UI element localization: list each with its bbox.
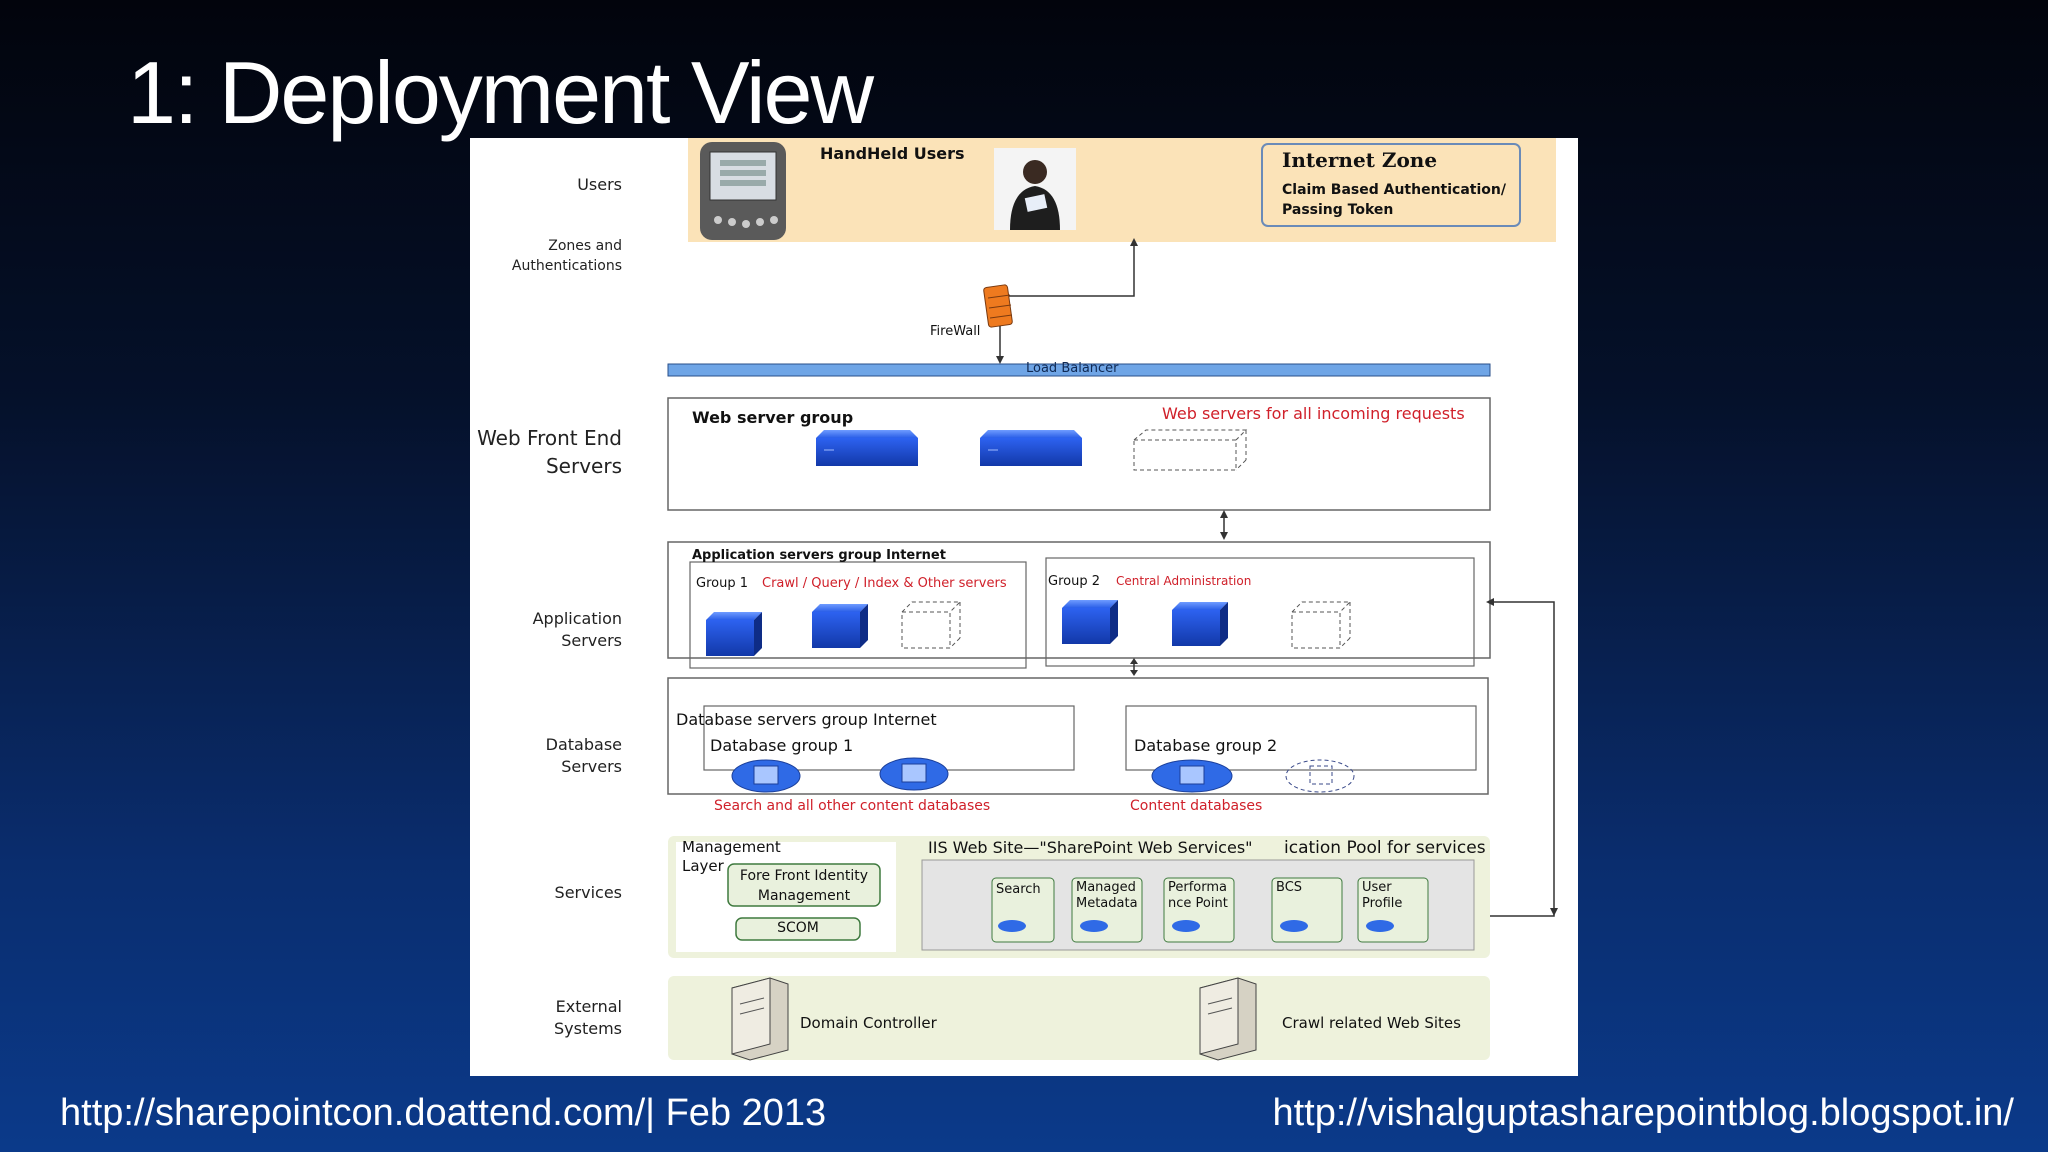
internet-zone-desc: Claim Based Authentication/ Passing Toke… [1282, 182, 1506, 218]
app-group2-box [1045, 557, 1475, 667]
load-balancer-bar [667, 363, 1491, 377]
db-group1-note: Search and all other content databases [714, 798, 991, 814]
internet-zone-box [1261, 143, 1521, 227]
firewall-icon [983, 284, 1013, 328]
db-group2-note: Content databases [1130, 798, 1263, 814]
app-group1-note: Crawl / Query / Index & Other servers [762, 576, 1007, 591]
external-band [668, 976, 1490, 1060]
handheld-users-label: HandHeld Users [820, 144, 965, 163]
app-server-2-icon [812, 604, 868, 648]
domain-controller-icon [731, 977, 789, 1061]
crawl-web-sites-icon [1199, 977, 1257, 1061]
web-server-2-icon [980, 430, 1082, 466]
db-4-icon [1285, 759, 1355, 793]
app-group-title: Application servers group Internet [692, 548, 946, 563]
service-search-label: Search [996, 882, 1041, 897]
db-1-icon [731, 759, 801, 793]
footer-left-url[interactable]: http://sharepointcon.doattend.com/| Feb … [60, 1092, 827, 1134]
footer-right-url[interactable]: http://vishalguptasharepointblog.blogspo… [1272, 1092, 2014, 1134]
crawl-web-sites-label: Crawl related Web Sites [1282, 1014, 1461, 1032]
db-2-icon [879, 757, 949, 791]
services-loop-connector [1476, 601, 1555, 917]
scom-label: SCOM [777, 920, 819, 936]
app-pool-label: ication Pool for services [1284, 838, 1486, 858]
domain-controller-label: Domain Controller [800, 1014, 937, 1032]
internet-zone-title: Internet Zone [1282, 148, 1438, 172]
web-group-note: Web servers for all incoming requests [1162, 404, 1465, 423]
web-server-3-icon [1133, 429, 1248, 471]
zone-connector [1000, 242, 1135, 297]
db-group2-box [1125, 705, 1477, 771]
row-label-services: Services [554, 883, 622, 902]
app-group1-name: Group 1 [696, 576, 748, 591]
service-tiles [991, 877, 1429, 943]
web-server-1-icon [816, 430, 918, 466]
db-servers-group-box [667, 677, 1489, 795]
db-3-icon [1151, 759, 1233, 793]
scom-box [735, 917, 861, 941]
row-label-database: Database Servers [545, 735, 622, 776]
deployment-diagram: Users Zones and Authentications Web Fron… [470, 138, 1578, 1076]
row-label-zones: Zones and Authentications [511, 238, 622, 274]
service-bcs-label: BCS [1276, 880, 1303, 895]
db-group2-label: Database group 2 [1134, 736, 1278, 755]
row-label-external: External Systems [554, 997, 622, 1038]
handheld-device-icon [700, 142, 786, 240]
row-label-users: Users [577, 175, 622, 194]
app-server-6-icon [1291, 601, 1352, 649]
fim-label: Fore Front Identity Management [739, 868, 869, 904]
service-user-profile-label: User Profile [1362, 880, 1403, 911]
db-group-title: Database servers group Internet [676, 710, 937, 729]
diagram-graphics [667, 138, 1558, 1061]
service-managed-metadata-label: Managed Metadata [1076, 880, 1138, 911]
app-server-4-icon [1062, 600, 1118, 644]
service-performance-point-label: Performa nce Point [1168, 880, 1228, 911]
firewall-label: FireWall [930, 324, 981, 339]
slide-title: 1: Deployment View [127, 43, 874, 142]
management-layer-label: Management Layer [682, 838, 781, 875]
app-group2-note: Central Administration [1116, 574, 1252, 588]
iis-site-label: IIS Web Site—"SharePoint Web Services" [928, 838, 1253, 857]
load-balancer-label: Load Balancer [1026, 361, 1119, 376]
row-label-web-front-end: Web Front End Servers [477, 426, 622, 478]
app-server-1-icon [706, 612, 762, 656]
row-label-application: Application Servers [532, 609, 622, 650]
db-group1-label: Database group 1 [710, 736, 854, 755]
app-group1-box [689, 561, 1027, 669]
fim-box [727, 863, 881, 907]
app-server-3-icon [901, 601, 962, 649]
app-server-5-icon [1172, 602, 1228, 646]
app-group2-name: Group 2 [1048, 574, 1100, 589]
user-person-icon [994, 148, 1076, 230]
web-group-title: Web server group [692, 408, 854, 427]
